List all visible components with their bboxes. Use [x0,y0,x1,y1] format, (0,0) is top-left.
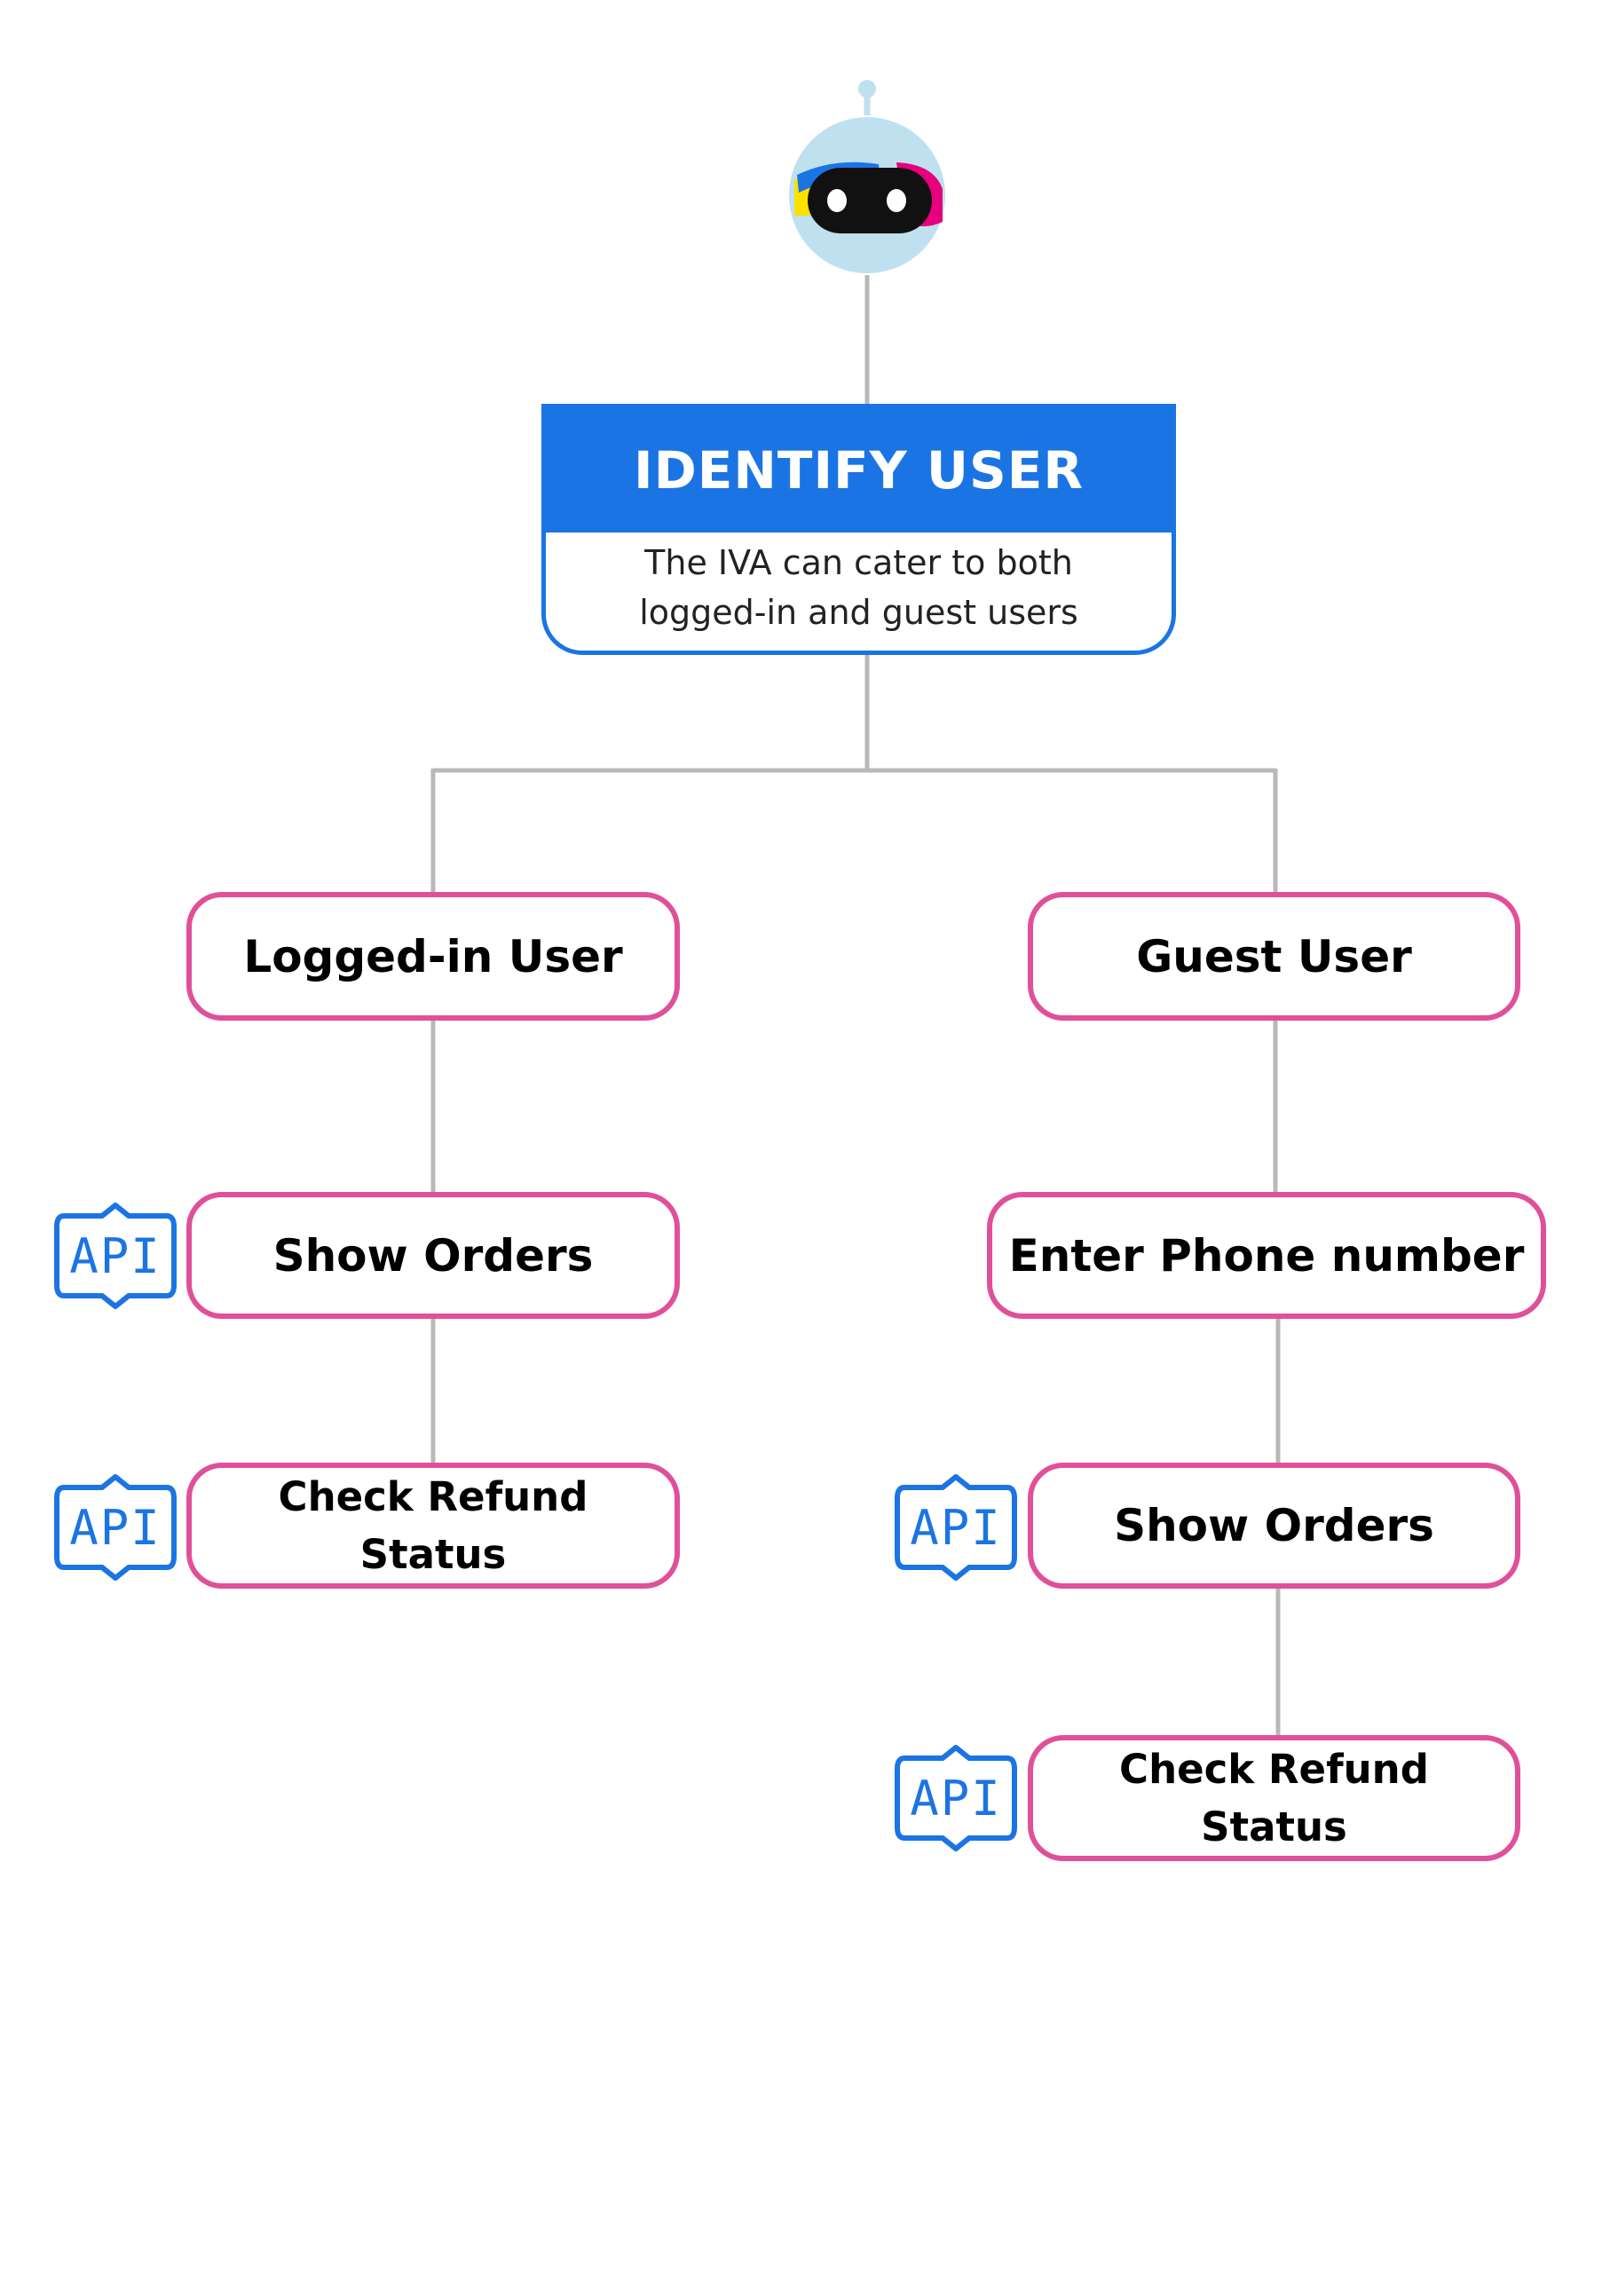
api-icon: API [894,1471,1018,1583]
identify-user-description: The IVA can cater to both logged-in and … [546,533,1172,637]
guest-user-node: Guest User [1028,892,1520,1021]
identify-user-card: IDENTIFY USER The IVA can cater to both … [541,404,1176,655]
identify-description-line1: The IVA can cater to both [644,543,1073,582]
guest-user-label: Guest User [1136,930,1412,982]
guest-show-orders-node: Show Orders [1028,1463,1520,1589]
enter-phone-number-node: Enter Phone number [987,1192,1546,1319]
identify-description-line2: logged-in and guest users [639,593,1078,632]
guest-check-refund-label: Check Refund Status [1119,1740,1429,1856]
api-icon: API [53,1471,178,1583]
guest-check-refund-node: Check Refund Status [1028,1735,1520,1861]
api-icon-label: API [910,1500,1002,1556]
robot-icon [781,75,963,280]
guest-check-refund-line2: Status [1201,1803,1347,1850]
logged-in-check-refund-node: Check Refund Status [186,1463,680,1589]
logged-in-show-orders-node: Show Orders [186,1192,680,1319]
api-icon: API [53,1200,178,1312]
logged-in-check-refund-label: Check Refund Status [279,1468,588,1583]
api-icon-label: API [69,1500,162,1556]
api-icon-label: API [69,1228,162,1284]
logged-in-show-orders-label: Show Orders [272,1229,594,1282]
logged-in-user-label: Logged-in User [243,930,623,982]
guest-show-orders-label: Show Orders [1114,1500,1434,1551]
guest-check-refund-line1: Check Refund [1119,1746,1429,1793]
logged-in-user-node: Logged-in User [186,892,680,1021]
api-icon: API [894,1742,1018,1854]
identify-user-title: IDENTIFY USER [546,408,1172,533]
logged-in-check-refund-line1: Check Refund [278,1473,588,1520]
logged-in-check-refund-line2: Status [359,1531,507,1578]
api-icon-label: API [910,1771,1002,1827]
enter-phone-number-label: Enter Phone number [1008,1229,1525,1282]
